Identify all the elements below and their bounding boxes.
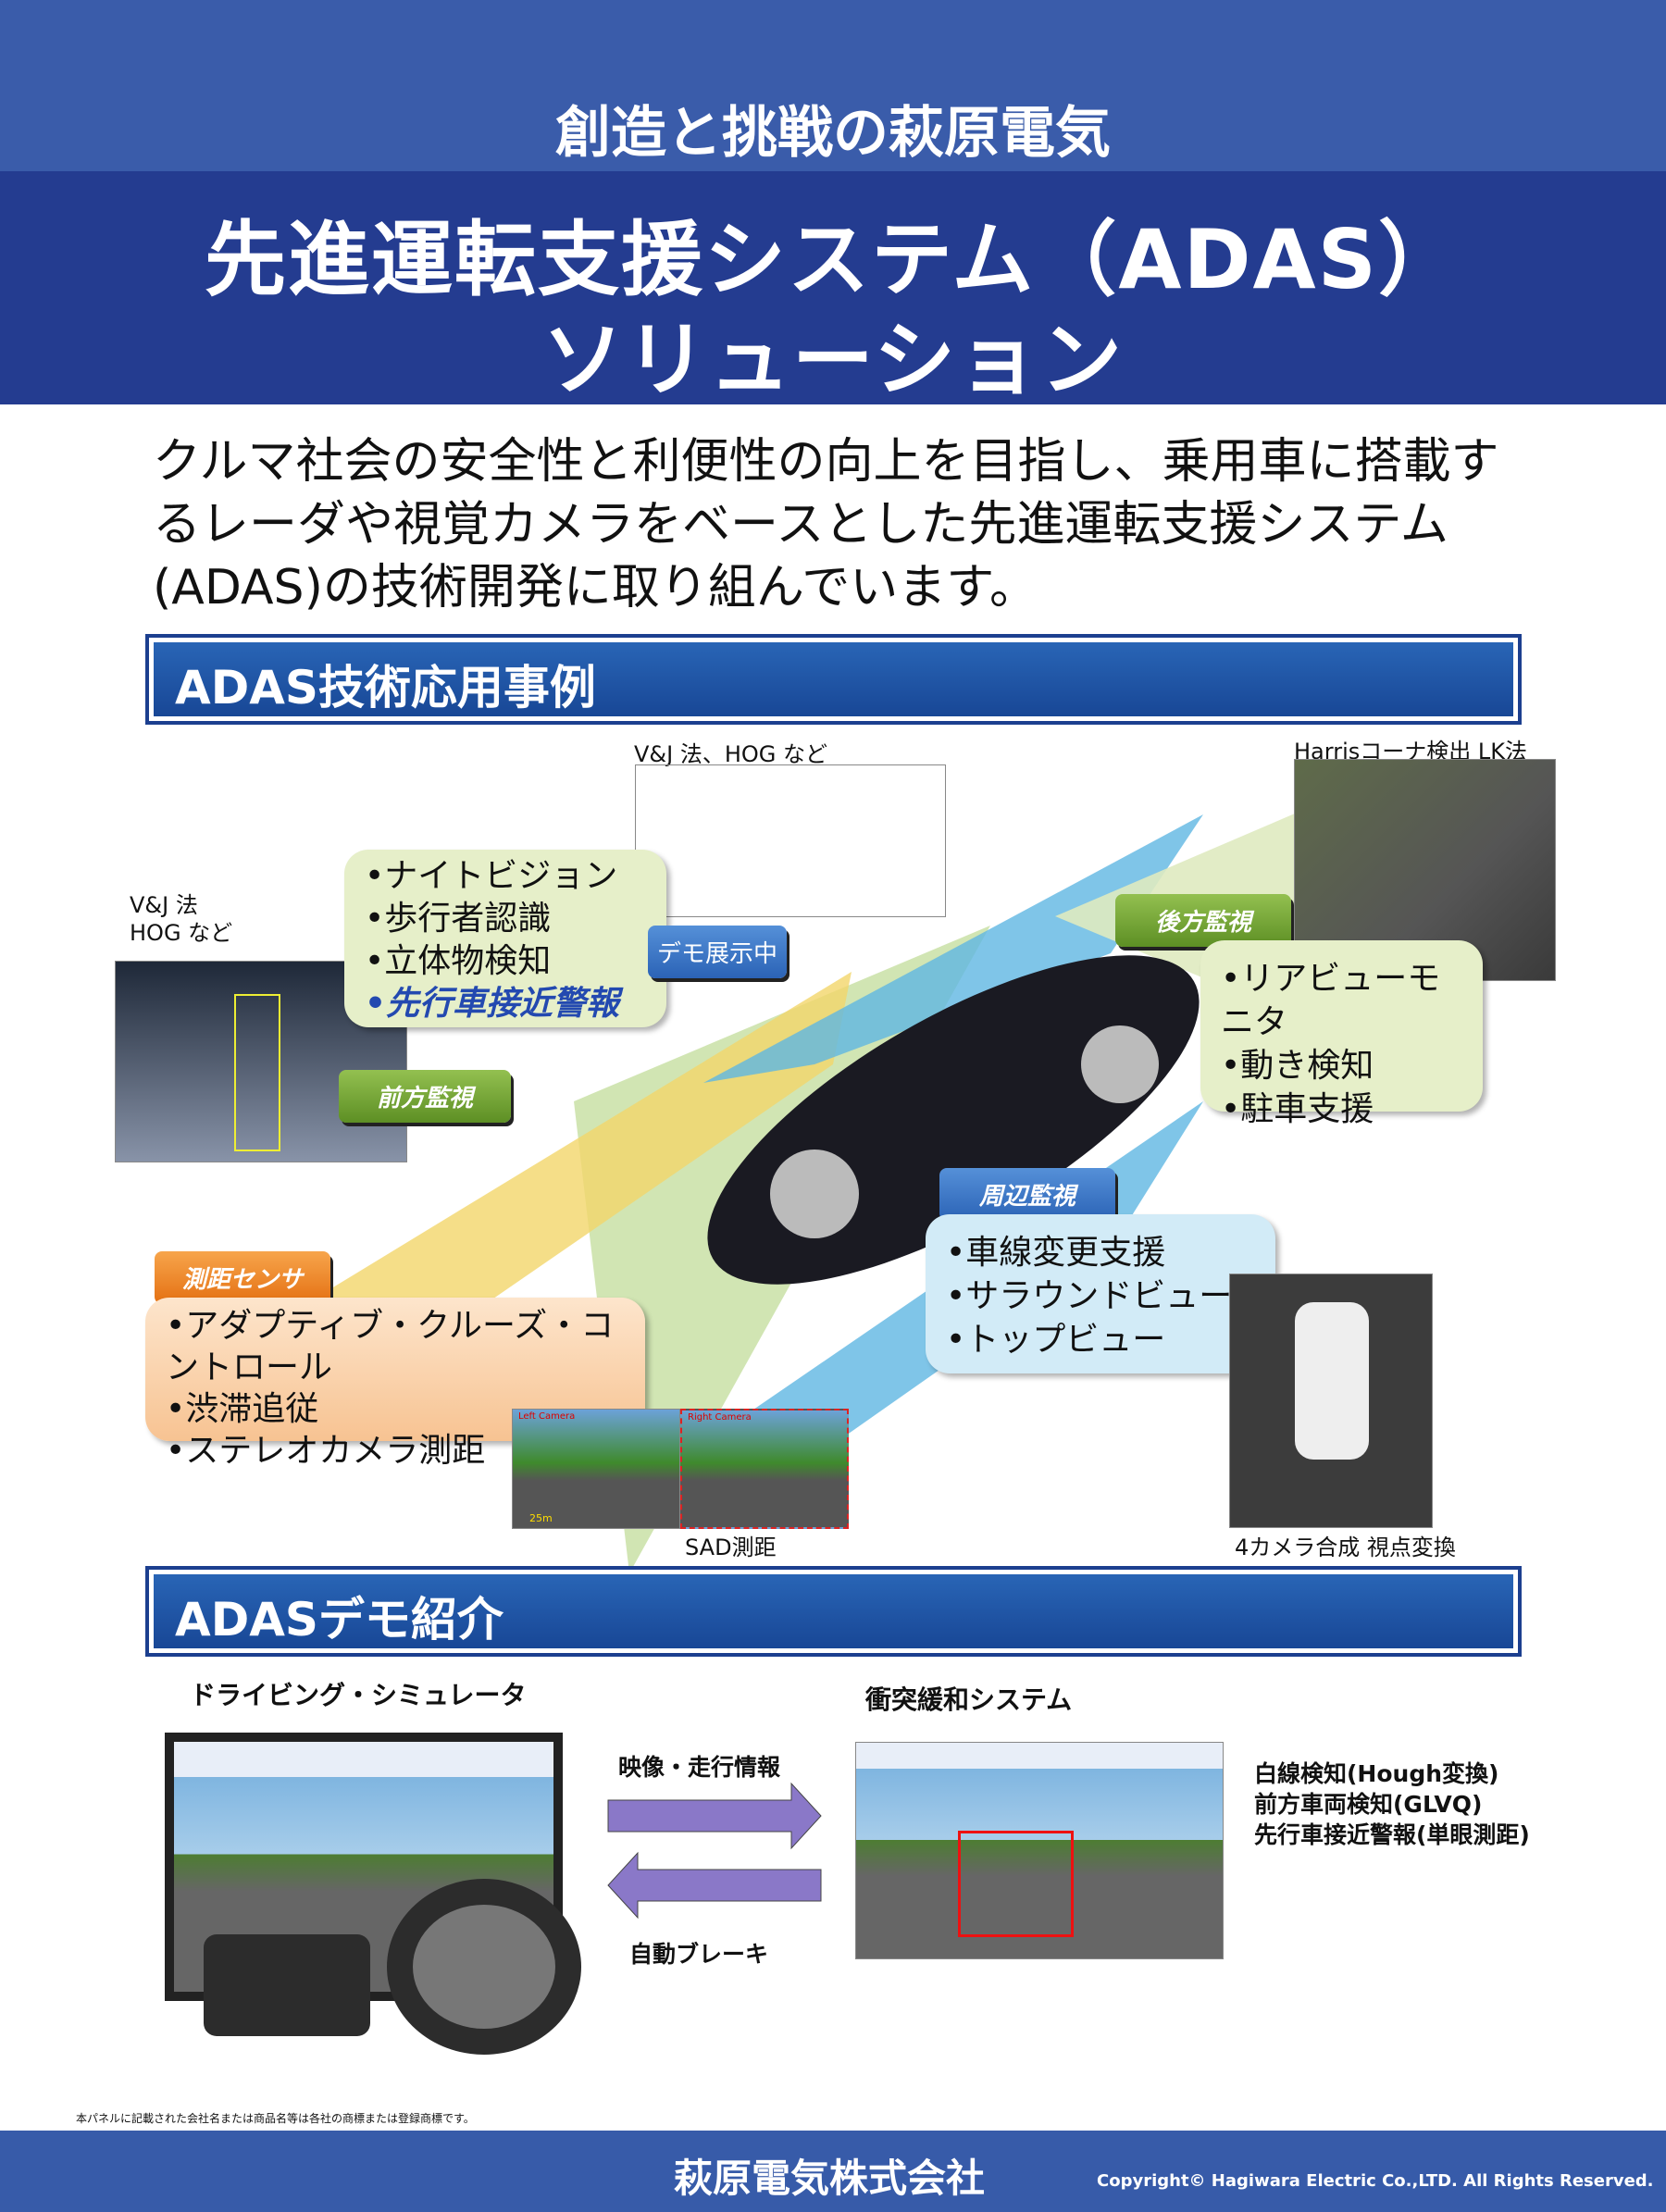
data-flow-arrows xyxy=(607,1782,822,1920)
front-monitoring-box: •ナイトビジョン •歩行者認識 •立体物検知 •先行車接近警報 xyxy=(344,850,666,1027)
arrow-right-label: 映像・走行情報 xyxy=(618,1754,781,1781)
rear-monitoring-tag: 後方監視 xyxy=(1115,894,1291,947)
item-night-vision: •ナイトビジョン xyxy=(365,857,618,895)
page-title-line1: 先進運転支援システム（ADAS） xyxy=(205,212,1461,307)
feature-vehicle: 前方車両検知(GLVQ) xyxy=(1254,1791,1483,1818)
title-band xyxy=(0,171,1666,404)
collision-system-screen xyxy=(855,1742,1224,1959)
range-sensor-tag: 測距センサ xyxy=(155,1251,330,1304)
tagline: 創造と挑戦の萩原電気 xyxy=(555,101,1111,166)
car-top xyxy=(1295,1302,1369,1460)
steering-wheel-image xyxy=(387,1879,581,2055)
car-wheel xyxy=(1081,1025,1159,1103)
feature-warning: 先行車接近警報(単眼測距) xyxy=(1254,1821,1530,1848)
item-parking: •駐車支援 xyxy=(1221,1090,1374,1128)
company-name: 萩原電気株式会社 xyxy=(674,2156,986,2201)
left-camera-image: Left Camera 25m xyxy=(512,1409,680,1529)
caption-four-camera: 4カメラ合成 視点変換 xyxy=(1235,1535,1456,1560)
feature-list: 白線検知(Hough変換) 前方車両検知(GLVQ) 先行車接近警報(単眼測距) xyxy=(1254,1758,1530,1850)
right-camera-image: Right Camera xyxy=(680,1409,849,1529)
rear-beam xyxy=(703,814,1203,1083)
caption-left-2: HOG など xyxy=(130,920,233,946)
arrow-left-icon xyxy=(607,1851,822,1920)
pedals-image xyxy=(204,1934,370,2036)
section-header-demo: ADASデモ紹介 xyxy=(145,1566,1522,1657)
item-rear-view: •リアビューモニタ xyxy=(1221,960,1441,1041)
trademark-note: 本パネルに記載された会社名または商品名等は各社の商標または登録商標です。 xyxy=(76,2112,475,2125)
feature-lane: 白線検知(Hough変換) xyxy=(1254,1760,1499,1787)
header-band xyxy=(0,0,1666,171)
surround-monitoring-tag: 周辺監視 xyxy=(939,1168,1115,1221)
demo-badge: デモ展示中 xyxy=(648,926,787,978)
item-acc: •アダプティブ・クルーズ・コントロール xyxy=(166,1307,615,1386)
arrow-right-icon xyxy=(607,1782,822,1850)
item-lane-change: •車線変更支援 xyxy=(946,1234,1166,1272)
section-header-applications: ADAS技術応用事例 xyxy=(145,634,1522,725)
caption-vj-hog: V&J 法、HOG など xyxy=(634,741,828,767)
detection-box xyxy=(234,994,280,1151)
intro-text: クルマ社会の安全性と利便性の向上を目指し、乗用車に搭載するレーダや視覚カメラをベ… xyxy=(153,434,1499,615)
footer: 萩原電気株式会社 Copyright© Hagiwara Electric Co… xyxy=(0,2131,1666,2212)
item-motion: •動き検知 xyxy=(1221,1047,1374,1085)
rear-monitoring-box: •リアビューモニタ •動き検知 •駐車支援 xyxy=(1200,940,1483,1128)
item-object: •立体物検知 xyxy=(365,942,552,980)
range-sensor-box: •アダプティブ・クルーズ・コントロール •渋滞追従 •ステレオカメラ測距 xyxy=(145,1298,645,1470)
right-camera-label: Right Camera xyxy=(688,1412,752,1423)
item-surround-view: •サラウンドビュー xyxy=(946,1277,1233,1315)
item-traffic-jam: •渋滞追従 xyxy=(166,1390,319,1428)
item-forward-collision: •先行車接近警報 xyxy=(365,985,620,1023)
section-title: ADAS技術応用事例 xyxy=(175,661,596,715)
caption-left-1: V&J 法 xyxy=(130,892,198,918)
left-camera-label: Left Camera xyxy=(518,1411,576,1422)
section-title: ADASデモ紹介 xyxy=(175,1593,504,1647)
item-stereo: •ステレオカメラ測距 xyxy=(166,1432,486,1470)
item-top-view: •トップビュー xyxy=(946,1321,1166,1359)
caption-sad: SAD測距 xyxy=(685,1535,777,1560)
simulator-title: ドライビング・シミュレータ xyxy=(190,1680,527,1710)
item-pedestrian: •歩行者認識 xyxy=(365,900,552,938)
collision-system-title: 衝突緩和システム xyxy=(865,1684,1073,1715)
arrow-left-label: 自動ブレーキ xyxy=(629,1941,769,1968)
vehicle-detection-box xyxy=(958,1831,1074,1937)
distance-label: 25m xyxy=(529,1512,553,1524)
car-wheel xyxy=(770,1149,859,1238)
front-monitoring-tag: 前方監視 xyxy=(339,1070,511,1123)
pedestrian-detection-image xyxy=(635,764,946,917)
top-view-image xyxy=(1229,1274,1433,1528)
copyright: Copyright© Hagiwara Electric Co.,LTD. Al… xyxy=(1097,2171,1654,2191)
page-title-line2: ソリューション xyxy=(541,312,1125,407)
surround-monitoring-box: •車線変更支援 •サラウンドビュー •トップビュー xyxy=(926,1214,1275,1373)
